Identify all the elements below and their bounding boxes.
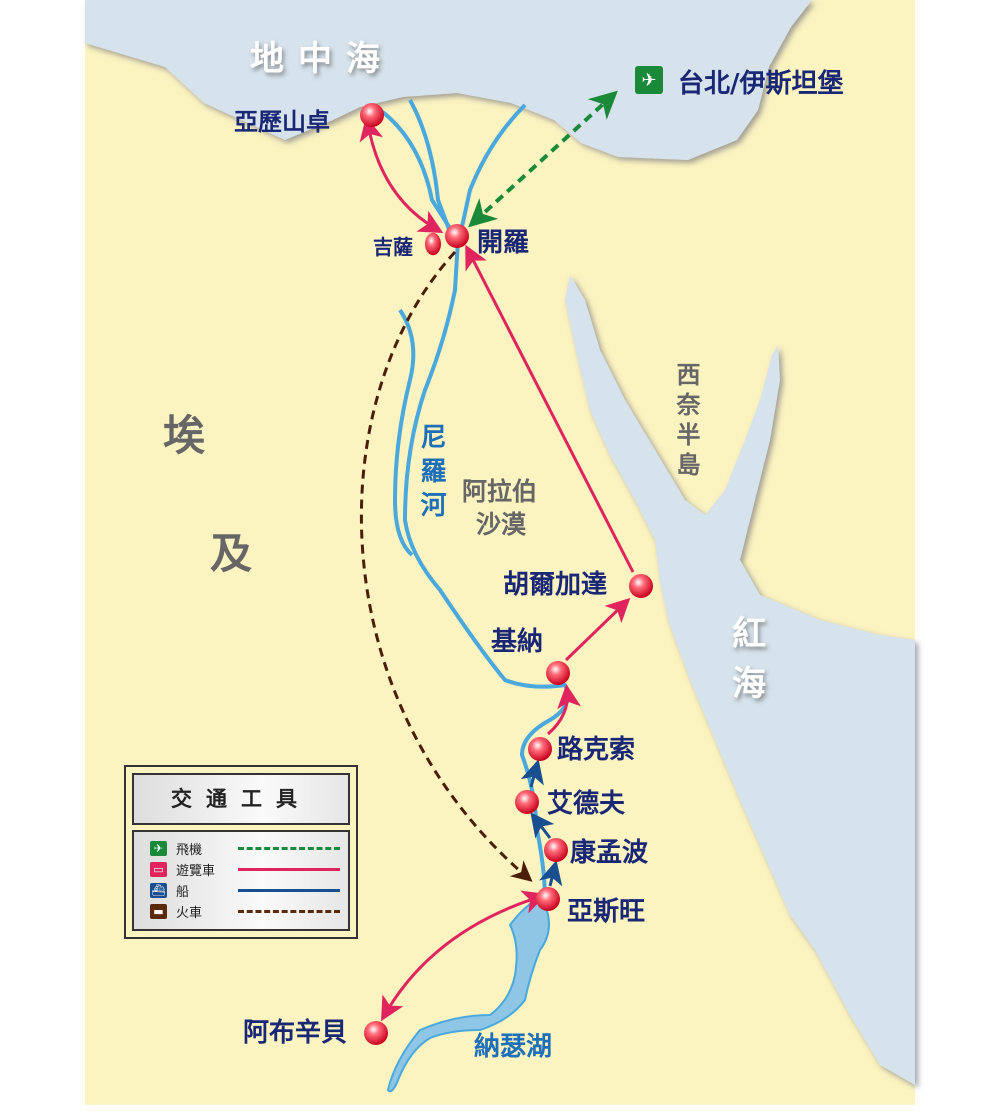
- bus-route-hurghada-cairo: [465, 244, 635, 573]
- city-marker-cairo: [445, 224, 469, 248]
- boat-route-edfu-luxor: [520, 759, 544, 788]
- legend-label: 遊覽車: [176, 864, 216, 879]
- flight-destination-label: 台北/伊斯坦堡: [678, 68, 844, 99]
- legend-item: ▭ 遊覽車: [150, 859, 348, 880]
- city-marker-kom_ombo: [544, 838, 568, 862]
- city-marker-alexandria: [360, 103, 384, 127]
- airplane-icon: [635, 66, 663, 94]
- legend-items: ✈飛機▭遊覽車⛴船▬火車: [132, 830, 350, 931]
- sea-label-mediterranean: 地中海: [250, 39, 394, 79]
- region-label-desert-1: 阿拉伯: [462, 477, 537, 506]
- svg-text:✈: ✈: [641, 70, 656, 91]
- city-label-luxor: 路克索: [557, 734, 635, 765]
- city-marker-giza: [425, 232, 441, 256]
- bus-icon: ▭: [150, 862, 167, 877]
- train-icon: ▬: [150, 904, 167, 919]
- region-label-egypt-1: 埃: [163, 411, 206, 460]
- city-label-abusimbel: 阿布辛貝: [243, 1017, 347, 1048]
- transport-legend: 交通工具 ✈飛機▭遊覽車⛴船▬火車: [124, 765, 358, 939]
- legend-item: ▬ 火車: [150, 901, 348, 922]
- region-label-desert-2: 沙漠: [476, 510, 527, 539]
- legend-label: 船: [176, 885, 190, 900]
- region-label-egypt-2: 及: [210, 529, 252, 578]
- routes: [359, 90, 635, 1022]
- city-marker-edfu: [515, 790, 539, 814]
- city-markers: [360, 103, 653, 1045]
- bus-route-alexandria-cairo: [359, 116, 444, 233]
- boat-route-aswan-komombo: [538, 860, 563, 887]
- sea-label-red-sea-1: 紅: [732, 614, 766, 654]
- legend-line-sample: [238, 868, 340, 871]
- lake-label-nasser: 納瑟湖: [474, 1031, 552, 1062]
- legend-line-sample: [238, 910, 340, 913]
- city-label-hurghada: 胡爾加達: [503, 570, 607, 600]
- bus-route-luxor-qena: [547, 684, 582, 736]
- city-label-alexandria: 亞歷山卓: [234, 107, 330, 136]
- airplane-icon: ✈: [150, 841, 167, 856]
- city-marker-qena: [546, 661, 570, 685]
- city-label-qena: 基納: [491, 626, 543, 657]
- legend-line-sample: [238, 889, 340, 892]
- legend-label: 飛機: [176, 843, 203, 858]
- flight-destination: ✈ 台北/伊斯坦堡: [635, 66, 844, 99]
- legend-item: ⛴船: [150, 880, 348, 901]
- city-label-giza: 吉薩: [373, 235, 413, 259]
- city-label-komombo: 康孟波: [570, 837, 649, 868]
- bus-route-qena-hurghada: [564, 597, 631, 662]
- city-marker-aswan: [536, 887, 560, 911]
- flight-route: [468, 90, 618, 228]
- city-label-aswan: 亞斯旺: [567, 897, 645, 927]
- legend-title: 交通工具: [132, 773, 350, 825]
- legend-line-sample: [238, 847, 340, 850]
- city-marker-abu_simbel: [364, 1021, 388, 1045]
- region-label-sinai: 西奈半島: [672, 362, 701, 482]
- sea-label-red-sea-2: 海: [732, 664, 766, 704]
- city-label-cairo: 開羅: [477, 228, 529, 258]
- city-marker-hurghada: [629, 574, 653, 598]
- bus-route-aswan-abusimbel: [381, 890, 547, 1022]
- boat-route-komombo-edfu: [530, 812, 555, 839]
- legend-label: 火車: [176, 906, 203, 921]
- city-label-edfu: 艾德夫: [547, 789, 626, 819]
- mediterranean-sea: [85, 0, 812, 160]
- boat-icon: ⛴: [150, 883, 167, 898]
- river-label-nile: 尼羅河: [416, 423, 446, 525]
- city-marker-luxor: [528, 737, 552, 761]
- red-sea: [565, 275, 915, 1085]
- legend-item: ✈ 飛機: [150, 838, 348, 859]
